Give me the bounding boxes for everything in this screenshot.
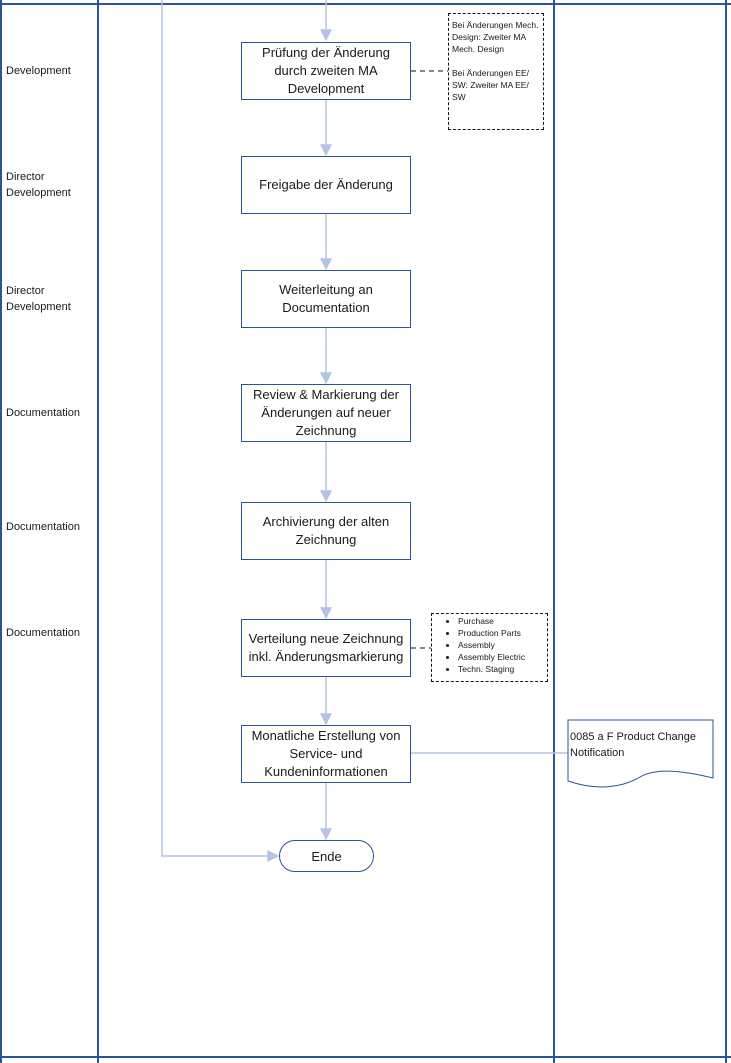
note-paragraph: Bei Änderungen EE/ SW: Zweiter MA EE/ SW <box>452 68 530 102</box>
process-step-review-second-ma[interactable]: Prüfung der Änderung durch zweiten MA De… <box>241 42 411 100</box>
document-shape <box>567 719 714 788</box>
process-step-distribution[interactable]: Verteilung neue Zeichnung inkl. Änderung… <box>241 619 411 677</box>
process-step-approval[interactable]: Freigabe der Änderung <box>241 156 411 214</box>
annotation-note-distribution: Purchase Production Parts Assembly Assem… <box>431 613 548 682</box>
role-label: Documentation <box>6 521 80 533</box>
role-label: Development <box>6 65 71 77</box>
document-label[interactable]: 0085 a F Product Change Notification <box>570 731 696 759</box>
role-label: Director Development <box>6 171 71 199</box>
list-item: Production Parts <box>458 627 545 639</box>
process-step-archive[interactable]: Archivierung der alten Zeichnung <box>241 502 411 560</box>
connectors <box>161 0 568 862</box>
distribution-list: Purchase Production Parts Assembly Assem… <box>432 615 545 675</box>
connector-bypass-to-end <box>161 0 280 862</box>
process-step-forward-documentation[interactable]: Weiterleitung an Documentation <box>241 270 411 328</box>
end-terminator[interactable]: Ende <box>279 840 374 872</box>
list-item: Purchase <box>458 615 545 627</box>
role-label: Documentation <box>6 627 80 639</box>
list-item: Assembly Electric <box>458 651 545 663</box>
annotation-note-reviewer: Bei Änderungen Mech. Design: Zweiter MA … <box>448 13 544 130</box>
list-item: Assembly <box>458 639 545 651</box>
note-paragraph: Bei Änderungen Mech. Design: Zweiter MA … <box>452 20 539 54</box>
process-step-review-marking[interactable]: Review & Markierung der Änderungen auf n… <box>241 384 411 442</box>
role-label: Documentation <box>6 407 80 419</box>
process-step-monthly-info[interactable]: Monatliche Erstellung von Service- und K… <box>241 725 411 783</box>
note-connectors <box>411 70 448 649</box>
list-item: Techn. Staging <box>458 663 545 675</box>
role-label: Director Development <box>6 285 71 313</box>
